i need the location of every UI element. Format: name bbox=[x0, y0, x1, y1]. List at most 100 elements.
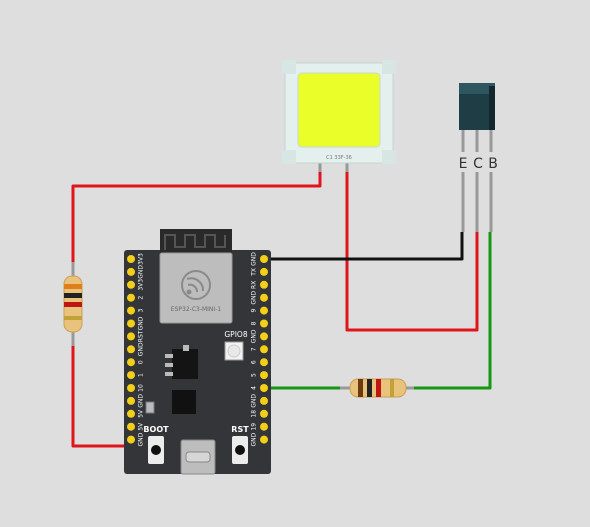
left-pin-5[interactable] bbox=[127, 319, 135, 328]
right-pin-label-6: GND bbox=[251, 329, 258, 343]
right-pin-12[interactable] bbox=[260, 409, 268, 418]
left-pin-8[interactable] bbox=[127, 358, 135, 367]
led-corner-tr bbox=[382, 60, 396, 74]
right-pin-label-8: 6 bbox=[251, 360, 258, 364]
right-pin-0[interactable] bbox=[260, 255, 268, 263]
left-pin-2[interactable] bbox=[127, 280, 135, 289]
regulator-pin-1 bbox=[165, 354, 173, 358]
resistor-base[interactable] bbox=[340, 378, 414, 398]
small-component bbox=[145, 401, 155, 414]
right-pin-6[interactable] bbox=[260, 332, 268, 341]
right-pin-label-3: GND bbox=[251, 290, 258, 304]
right-pin-label-12: 18 bbox=[251, 410, 258, 418]
left-pin-label-13: 5V bbox=[138, 422, 145, 431]
left-pin-14[interactable] bbox=[127, 435, 135, 444]
led-label: C1 33F-36 bbox=[326, 155, 352, 161]
right-pin-4[interactable] bbox=[260, 306, 268, 315]
left-pin-6[interactable] bbox=[127, 332, 135, 341]
transistor-label-bg bbox=[455, 152, 499, 172]
right-pin-3[interactable] bbox=[260, 293, 268, 302]
wire-resistor-to-base[interactable] bbox=[402, 232, 492, 390]
regulator-pin-2 bbox=[165, 363, 173, 367]
left-pin-4[interactable] bbox=[127, 306, 135, 315]
left-pin-label-2: 3V3 bbox=[138, 279, 145, 291]
left-pin-label-11: GND bbox=[138, 394, 145, 408]
regulator-pin-3 bbox=[165, 372, 173, 376]
resistor-led-band-4 bbox=[64, 316, 82, 320]
right-pin-8[interactable] bbox=[260, 358, 268, 367]
left-pin-label-10: 10 bbox=[138, 384, 145, 392]
right-pin-1[interactable] bbox=[260, 267, 268, 276]
left-pin-10[interactable] bbox=[127, 384, 135, 392]
rst-label: RST bbox=[231, 425, 249, 434]
left-pin-1[interactable] bbox=[127, 267, 135, 276]
left-pin-label-6: RST bbox=[138, 330, 145, 342]
small-chip bbox=[172, 390, 196, 414]
espressif-logo-icon bbox=[181, 270, 211, 300]
transistor-pin-c: C bbox=[473, 156, 483, 172]
right-pin-11[interactable] bbox=[260, 396, 268, 405]
left-pin-7[interactable] bbox=[127, 345, 135, 354]
led-corner-tl bbox=[282, 60, 296, 74]
wire-led-to-resistor[interactable] bbox=[71, 166, 322, 274]
regulator-tab bbox=[183, 345, 189, 351]
wire-resistor-to-5v[interactable] bbox=[71, 340, 133, 448]
left-pin-0[interactable] bbox=[127, 255, 135, 263]
wire-led-to-collector[interactable] bbox=[345, 166, 479, 332]
left-pin-label-9: 1 bbox=[138, 373, 145, 377]
left-pin-9[interactable] bbox=[127, 371, 135, 380]
rgb-led-lens bbox=[227, 344, 241, 358]
right-pin-10[interactable] bbox=[260, 384, 268, 392]
left-pin-label-0: 3V3 bbox=[138, 253, 145, 265]
right-pin-label-0: GND bbox=[251, 252, 258, 266]
right-pin-label-7: 7 bbox=[251, 347, 258, 351]
wires bbox=[71, 166, 492, 448]
transistor[interactable]: E C B bbox=[455, 83, 499, 232]
esp32-board[interactable]: ESP32-C3-MINI-1 GPIO8 BOOT RST 3V3GND3V3… bbox=[124, 229, 271, 475]
right-pin-label-1: TX bbox=[251, 268, 258, 277]
right-pin-label-4: 9 bbox=[251, 309, 258, 313]
right-pin-13[interactable] bbox=[260, 422, 268, 431]
gpio8-label: GPIO8 bbox=[224, 330, 247, 339]
left-pin-label-8: 0 bbox=[138, 360, 145, 364]
resistor-base-band-2 bbox=[367, 379, 372, 397]
left-pin-label-1: GND bbox=[138, 265, 145, 279]
wire-gnd-to-emitter[interactable] bbox=[263, 232, 464, 261]
left-pin-12[interactable] bbox=[127, 409, 135, 418]
boot-label: BOOT bbox=[143, 425, 169, 434]
left-pin-13[interactable] bbox=[127, 422, 135, 431]
boot-button-cap bbox=[151, 445, 161, 455]
left-pin-label-12: 5V bbox=[138, 409, 145, 418]
right-pin-2[interactable] bbox=[260, 280, 268, 289]
right-pin-label-2: RX bbox=[251, 281, 258, 289]
resistor-led[interactable] bbox=[63, 262, 83, 346]
transistor-top bbox=[459, 83, 495, 95]
resistor-base-band-3 bbox=[376, 379, 381, 397]
right-pin-7[interactable] bbox=[260, 345, 268, 354]
transistor-pin-e: E bbox=[459, 156, 468, 172]
right-pin-label-14: GND bbox=[251, 432, 258, 446]
antenna-trace bbox=[164, 234, 226, 250]
left-pin-3[interactable] bbox=[127, 293, 135, 302]
resistor-led-band-2 bbox=[64, 293, 82, 298]
power-led[interactable]: C1 33F-36 bbox=[282, 60, 396, 172]
right-pin-label-13: 19 bbox=[251, 423, 258, 431]
right-pin-label-11: GND bbox=[251, 394, 258, 408]
right-pin-label-10: 4 bbox=[251, 386, 258, 390]
left-pin-label-3: 2 bbox=[138, 296, 145, 300]
resistor-base-band-4 bbox=[390, 379, 394, 397]
voltage-regulator bbox=[172, 349, 198, 379]
right-pin-5[interactable] bbox=[260, 319, 268, 328]
left-pin-11[interactable] bbox=[127, 396, 135, 405]
rst-button-cap bbox=[235, 445, 245, 455]
right-pin-label-9: 5 bbox=[251, 373, 258, 377]
left-pin-label-4: 3 bbox=[138, 309, 145, 313]
resistor-led-band-3 bbox=[64, 302, 82, 307]
right-pin-9[interactable] bbox=[260, 371, 268, 380]
left-pin-label-14: GND bbox=[138, 432, 145, 446]
transistor-side bbox=[489, 86, 495, 130]
right-pin-14[interactable] bbox=[260, 435, 268, 444]
